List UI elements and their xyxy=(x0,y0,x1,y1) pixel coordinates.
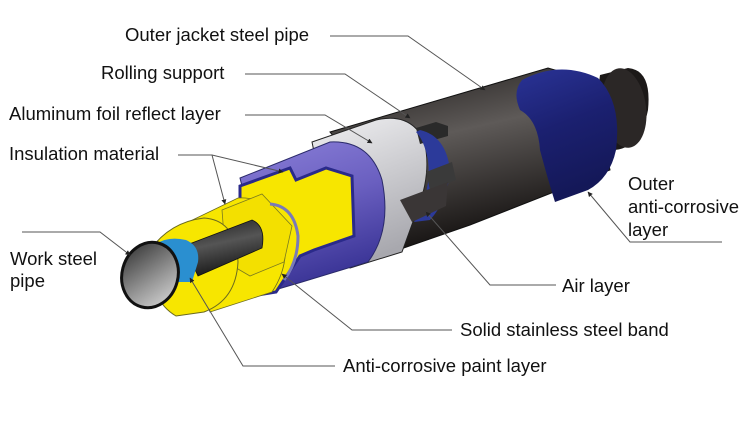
label-air-layer: Air layer xyxy=(562,275,630,296)
label-outer-jacket-steel-pipe: Outer jacket steel pipe xyxy=(125,24,310,45)
label-outer-anticorrosive-line1: Outer xyxy=(628,173,675,194)
leader-rolling-support xyxy=(245,73,411,119)
leader-lines xyxy=(22,35,722,367)
leader-air-layer xyxy=(425,211,556,286)
leader-outer-jacket xyxy=(330,35,486,91)
leader-paint-layer xyxy=(189,277,335,367)
leader-insulation-b xyxy=(211,154,227,205)
label-rolling-support: Rolling support xyxy=(101,62,225,83)
outer-anticorrosive-coating xyxy=(516,69,618,202)
label-insulation-material: Insulation material xyxy=(9,143,160,164)
leader-outer-anticorrosive xyxy=(587,191,722,243)
work-pipe-body xyxy=(183,219,264,277)
leader-work-pipe xyxy=(22,231,131,256)
label-work-steel-pipe-line1: Work steel xyxy=(10,248,98,269)
leader-steel-band xyxy=(281,273,452,331)
label-outer-anticorrosive-line2: anti-corrosive xyxy=(628,196,740,217)
stainless-steel-band xyxy=(269,202,300,281)
leader-aluminum-foil xyxy=(245,114,373,144)
label-work-steel-pipe-line2: pipe xyxy=(10,270,45,291)
label-solid-stainless-steel-band: Solid stainless steel band xyxy=(460,319,669,340)
label-anti-corrosive-paint-layer: Anti-corrosive paint layer xyxy=(343,355,547,376)
work-pipe-end xyxy=(120,240,180,310)
label-aluminum-foil-reflect-layer: Aluminum foil reflect layer xyxy=(9,103,221,124)
label-outer-anticorrosive-line3: layer xyxy=(628,219,669,240)
